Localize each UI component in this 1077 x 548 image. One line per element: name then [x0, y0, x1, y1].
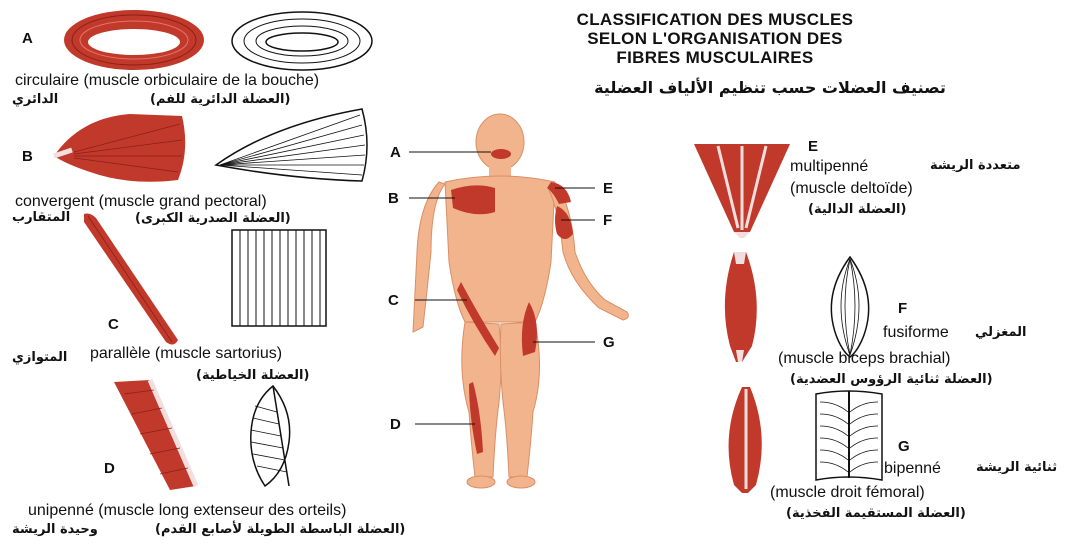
label-c-french: parallèle (muscle sartorius)	[90, 345, 282, 363]
unipennate-fiber-diagram	[245, 382, 300, 492]
label-d-arabic-muscle: (العضلة الباسطة الطويلة لأصابع القدم)	[155, 522, 405, 537]
letter-g: G	[898, 438, 910, 455]
convergent-muscle-illustration	[50, 110, 190, 185]
label-c-arabic-muscle: (العضلة الخياطية)	[196, 368, 309, 383]
fusiform-fiber-diagram	[820, 255, 880, 360]
letter-f: F	[898, 300, 907, 317]
letter-a: A	[22, 30, 33, 47]
label-f-arabic-muscle: (العضلة ثنائية الرؤوس العضدية)	[790, 372, 993, 387]
title-line-3: FIBRES MUSCULAIRES	[480, 48, 950, 67]
bipennate-fiber-diagram	[812, 388, 887, 488]
diagram-title: CLASSIFICATION DES MUSCLES SELON L'ORGAN…	[480, 10, 950, 67]
parallel-muscle-illustration	[78, 210, 183, 350]
label-g-french-muscle: (muscle droit fémoral)	[770, 484, 925, 502]
label-d-arabic-type: وحيدة الريشة	[12, 522, 98, 537]
label-e-french-type: multipenné	[790, 158, 868, 176]
label-e-arabic-muscle: (العضلة الدالية)	[808, 202, 906, 217]
circular-muscle-illustration	[60, 6, 210, 76]
title-line-1: CLASSIFICATION DES MUSCLES	[480, 10, 950, 29]
human-body-figure	[395, 112, 645, 497]
label-a-french: circulaire (muscle orbiculaire de la bou…	[15, 72, 319, 90]
body-label-e: E	[603, 180, 613, 197]
label-a-arabic-type: الدائري	[12, 92, 58, 107]
body-label-a: A	[390, 144, 401, 161]
body-label-c: C	[388, 292, 399, 309]
label-g-french-type: bipenné	[884, 460, 941, 478]
label-f-french-type: fusiforme	[883, 324, 949, 342]
title-arabic: تصنيف العضلات حسب تنظيم الألياف العضلية	[560, 78, 980, 97]
unipennate-muscle-illustration	[110, 378, 200, 493]
parallel-fiber-diagram	[230, 228, 330, 330]
body-label-d: D	[390, 416, 401, 433]
label-e-french-muscle: (muscle deltoïde)	[790, 180, 913, 198]
convergent-fiber-diagram	[212, 105, 377, 185]
body-label-b: B	[388, 190, 399, 207]
bipennate-muscle-illustration	[718, 385, 773, 495]
label-b-french: convergent (muscle grand pectoral)	[15, 193, 267, 211]
label-g-arabic-muscle: (العضلة المستقيمة الفخذية)	[786, 506, 966, 521]
letter-d: D	[104, 460, 115, 477]
label-e-arabic-type: متعددة الريشة	[930, 158, 1021, 173]
label-c-arabic-type: المتوازي	[12, 350, 67, 365]
label-g-arabic-type: ثنائية الريشة	[976, 460, 1057, 475]
label-b-arabic-type: المتقارب	[12, 210, 70, 225]
label-d-french: unipenné (muscle long extenseur des orte…	[28, 502, 346, 520]
title-line-2: SELON L'ORGANISATION DES	[480, 29, 950, 48]
body-label-f: F	[603, 212, 612, 229]
fusiform-muscle-illustration	[712, 250, 772, 365]
multipennate-muscle-illustration	[690, 140, 795, 240]
letter-c: C	[108, 316, 119, 333]
label-f-french-muscle: (muscle biceps brachial)	[778, 350, 951, 368]
letter-b: B	[22, 148, 33, 165]
body-label-g: G	[603, 334, 615, 351]
letter-e: E	[808, 138, 818, 155]
label-f-arabic-type: المغزلي	[975, 325, 1027, 340]
circular-fiber-diagram	[228, 8, 378, 76]
